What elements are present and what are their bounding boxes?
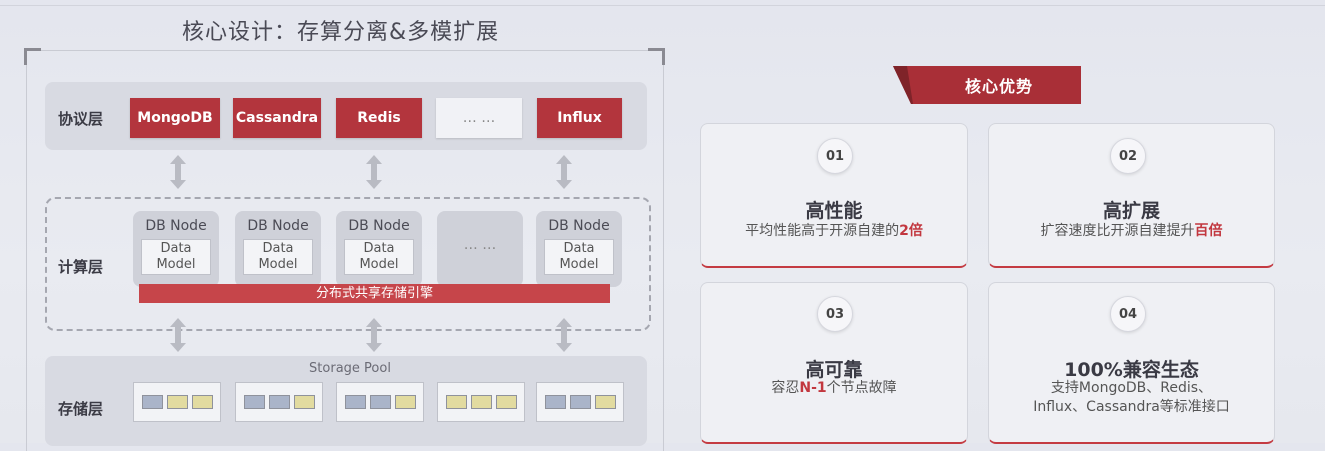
double-arrow-icon xyxy=(366,318,382,352)
banner-shape xyxy=(893,66,1081,104)
protocol-cassandra: Cassandra xyxy=(233,98,321,138)
card-number: 02 xyxy=(1110,138,1146,174)
disk-group xyxy=(133,382,221,422)
disk-icon xyxy=(268,395,290,409)
disk-icon xyxy=(569,395,591,409)
double-arrow-icon xyxy=(366,155,382,189)
db-node: DB Node Data Model xyxy=(133,211,219,287)
top-divider xyxy=(0,5,1325,6)
card-title: 高可靠 xyxy=(805,359,863,381)
disk-icon xyxy=(191,395,213,409)
card-description: 支持MongoDB、Redis、 Influx、Cassandra等标准接口 xyxy=(1033,380,1230,415)
advantage-card-compatibility: 04 100%兼容生态 支持MongoDB、Redis、 Influx、Cass… xyxy=(988,282,1275,444)
card-title: 高性能 xyxy=(805,200,863,222)
card-description: 扩容速度比开源自建提升百倍 xyxy=(1040,223,1223,239)
advantages-title: 核心优势 xyxy=(964,77,1033,96)
disk-icon xyxy=(544,395,566,409)
db-node-label: DB Node xyxy=(145,218,207,234)
advantage-card-reliability: 03 高可靠 容忍N-1个节点故障 xyxy=(700,282,968,444)
disk-group xyxy=(437,382,525,422)
protocol-redis: Redis xyxy=(336,98,422,138)
protocol-more: … … xyxy=(436,98,522,138)
double-arrow-icon xyxy=(170,318,186,352)
card-title: 高扩展 xyxy=(1102,200,1160,222)
storage-pool-label: Storage Pool xyxy=(309,361,391,376)
disk-group xyxy=(536,382,624,422)
data-model: Data Model xyxy=(344,239,414,275)
db-node-label: DB Node xyxy=(348,218,410,234)
disk-group xyxy=(235,382,323,422)
disk-icon xyxy=(445,395,467,409)
protocol-layer-label: 协议层 xyxy=(58,110,104,128)
advantages-banner xyxy=(893,66,1081,104)
card-title: 100%兼容生态 xyxy=(1064,359,1199,381)
architecture-frame xyxy=(26,50,664,451)
card-number: 01 xyxy=(817,138,853,174)
double-arrow-icon xyxy=(556,318,572,352)
disk-icon xyxy=(394,395,416,409)
frame-corner-top-right xyxy=(648,48,665,65)
frame-corner-top-left xyxy=(24,48,41,65)
data-model: Data Model xyxy=(243,239,313,275)
db-node: DB Node Data Model xyxy=(536,211,622,287)
disk-icon xyxy=(369,395,391,409)
compute-layer xyxy=(45,197,651,331)
db-node-more: … … xyxy=(437,211,523,287)
disk-icon xyxy=(166,395,188,409)
double-arrow-icon xyxy=(170,155,186,189)
disk-icon xyxy=(470,395,492,409)
advantage-card-scalability: 02 高扩展 扩容速度比开源自建提升百倍 xyxy=(988,123,1275,268)
data-model: Data Model xyxy=(141,239,211,275)
compute-layer-label: 计算层 xyxy=(58,258,104,276)
page-title: 核心设计：存算分离&多模扩展 xyxy=(182,20,500,45)
protocol-mongodb: MongoDB xyxy=(130,98,220,138)
card-description: 容忍N-1个节点故障 xyxy=(771,380,897,396)
card-number: 04 xyxy=(1110,296,1146,332)
shared-storage-engine: 分布式共享存储引擎 xyxy=(139,284,610,303)
advantage-card-performance: 01 高性能 平均性能高于开源自建的2倍 xyxy=(700,123,968,268)
db-node: DB Node Data Model xyxy=(235,211,321,287)
disk-icon xyxy=(141,395,163,409)
disk-icon xyxy=(344,395,366,409)
disk-icon xyxy=(293,395,315,409)
card-number: 03 xyxy=(817,296,853,332)
disk-group xyxy=(336,382,424,422)
disk-icon xyxy=(594,395,616,409)
storage-layer-label: 存储层 xyxy=(58,400,104,418)
card-description: 平均性能高于开源自建的2倍 xyxy=(745,223,923,239)
data-model: Data Model xyxy=(544,239,614,275)
protocol-influx: Influx xyxy=(537,98,622,138)
db-node: DB Node Data Model xyxy=(336,211,422,287)
disk-icon xyxy=(243,395,265,409)
db-node-label: … … xyxy=(463,237,497,253)
disk-icon xyxy=(495,395,517,409)
db-node-label: DB Node xyxy=(247,218,309,234)
db-node-label: DB Node xyxy=(548,218,610,234)
double-arrow-icon xyxy=(556,155,572,189)
